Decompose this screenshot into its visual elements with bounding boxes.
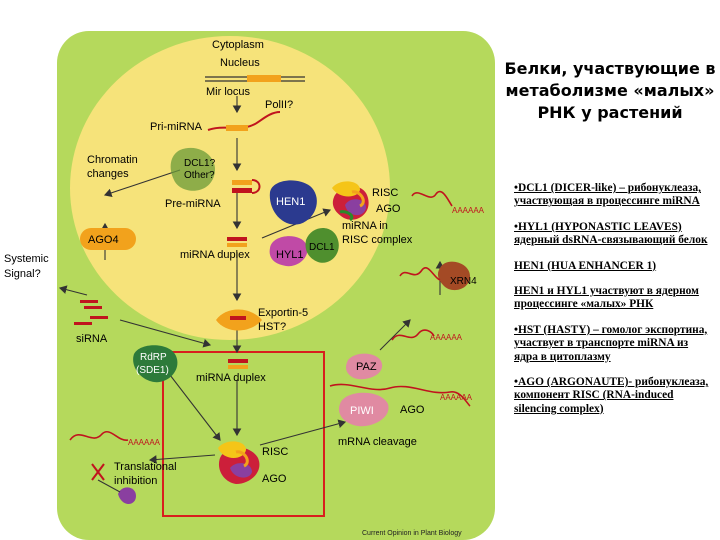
label-mir-locus: Mir locus — [206, 86, 251, 98]
label-hst: HST? — [258, 321, 286, 333]
rdrp-protein — [133, 345, 178, 383]
inhibition-x-icon — [91, 463, 105, 481]
page-title: Белки, участвующие в метаболизме «малых»… — [504, 59, 716, 122]
hen1-protein — [269, 180, 317, 225]
dcl1-protein — [170, 147, 216, 191]
label-risc-nucleus: RISC — [372, 187, 398, 199]
hyl1-protein — [269, 236, 308, 267]
note-hst: •HST (HASTY) – гомолог экспортина, участ… — [514, 323, 708, 363]
paz-domain — [346, 353, 383, 380]
label-ago-nucleus: AGO — [376, 203, 401, 215]
label-translational: Translational — [114, 461, 177, 473]
mrna-strand-upper — [391, 329, 435, 341]
label-rdrp: RdRP — [140, 352, 167, 363]
pri-mirna-strand — [207, 111, 281, 131]
label-chromatin-1: Chromatin — [87, 154, 138, 166]
mrna-strand-right — [399, 267, 441, 281]
mirna-duplex-cytoplasm-icon — [228, 359, 248, 369]
exportin-cargo — [230, 316, 246, 320]
pathway-arrows — [58, 96, 445, 464]
label-pre-mirna: Pre-miRNA — [165, 198, 221, 210]
label-ago4: AGO4 — [88, 234, 119, 246]
label-exportin-5: Exportin-5 — [258, 307, 308, 319]
label-dcl1: DCL1 — [309, 242, 335, 253]
highlight-box — [162, 351, 325, 517]
note-dcl1: •DCL1 (DICER-like) – рибонуклеаза, участ… — [514, 182, 701, 208]
label-polya-nucleus: AAAAAA — [452, 206, 485, 215]
ribosome-icon — [118, 487, 136, 504]
label-pol-ii: PolII? — [265, 99, 293, 111]
dcl1-protein-green — [305, 228, 339, 263]
target-mrna-cleavage — [329, 383, 471, 407]
sirna-icons — [74, 300, 108, 325]
label-risc-complex: RISC complex — [342, 234, 413, 246]
label-hyl1: HYL1 — [276, 249, 304, 261]
note-hen1-hyl1: HEN1 и HYL1 участвуют в ядерном процесси… — [514, 285, 699, 311]
label-signal: Signal? — [4, 268, 41, 280]
label-sde1: (SDE1) — [136, 365, 169, 376]
mirna-duplex-nucleus-icon — [227, 237, 247, 247]
label-hen1: HEN1 — [276, 196, 305, 208]
label-nucleus: Nucleus — [220, 57, 260, 69]
mrna-strand-nucleus — [411, 190, 453, 207]
label-inhibition: inhibition — [114, 475, 157, 487]
label-credit: Current Opinion in Plant Biology — [362, 530, 462, 537]
label-pri-mirna: Pri-miRNA — [150, 121, 203, 133]
label-ago-risc: AGO — [262, 473, 287, 485]
label-chromatin-2: changes — [87, 168, 129, 180]
label-dcl1-question: DCL1? — [184, 158, 216, 169]
label-ago-cytoplasm: AGO — [400, 404, 425, 416]
risc-complex-cytoplasm — [218, 441, 260, 484]
label-other-question: Other? — [184, 170, 215, 181]
label-sirna: siRNA — [76, 333, 108, 345]
inhibition-link — [97, 479, 121, 493]
ago4-protein — [80, 228, 136, 250]
protein-notes-list: •DCL1 (DICER-like) – рибонуклеаза, участ… — [514, 182, 714, 428]
label-mirna-duplex-cytoplasm: miRNA duplex — [196, 372, 266, 384]
label-risc-cytoplasm: RISC — [262, 446, 288, 458]
note-ago: •AGO (ARGONAUTE)- рибонуклеаза, компонен… — [514, 376, 709, 415]
inhibited-mrna — [69, 431, 129, 441]
mir-locus-dna — [205, 75, 305, 82]
xrn4-protein — [437, 261, 470, 291]
risc-complex-nucleus — [332, 181, 369, 222]
note-hen1: HEN1 (HUA ENHANCER 1) — [514, 259, 657, 272]
label-xrn4: XRN4 — [450, 276, 477, 287]
label-paz: PAZ — [356, 361, 377, 373]
pre-mirna-hairpin — [232, 179, 261, 194]
label-mirna-duplex-nucleus: miRNA duplex — [180, 249, 250, 261]
note-hyl1: •HYL1 (HYPONASTIC LEAVES) ядерный dsRNA-… — [514, 220, 708, 247]
label-mirna-in: miRNA in — [342, 220, 388, 232]
label-cytoplasm: Cytoplasm — [212, 39, 264, 51]
label-piwi: PIWI — [350, 405, 374, 417]
nucleus-region — [70, 36, 390, 340]
label-polya-inhibition: AAAAAA — [128, 438, 161, 447]
label-polya-upper: AAAAAA — [430, 333, 463, 342]
piwi-domain — [338, 392, 389, 427]
pri-mirna-stem — [226, 125, 248, 131]
label-polya-cleavage: AAAAAA — [440, 393, 473, 402]
label-mrna-cleavage: mRNA cleavage — [338, 436, 417, 448]
label-systemic: Systemic — [4, 253, 49, 265]
